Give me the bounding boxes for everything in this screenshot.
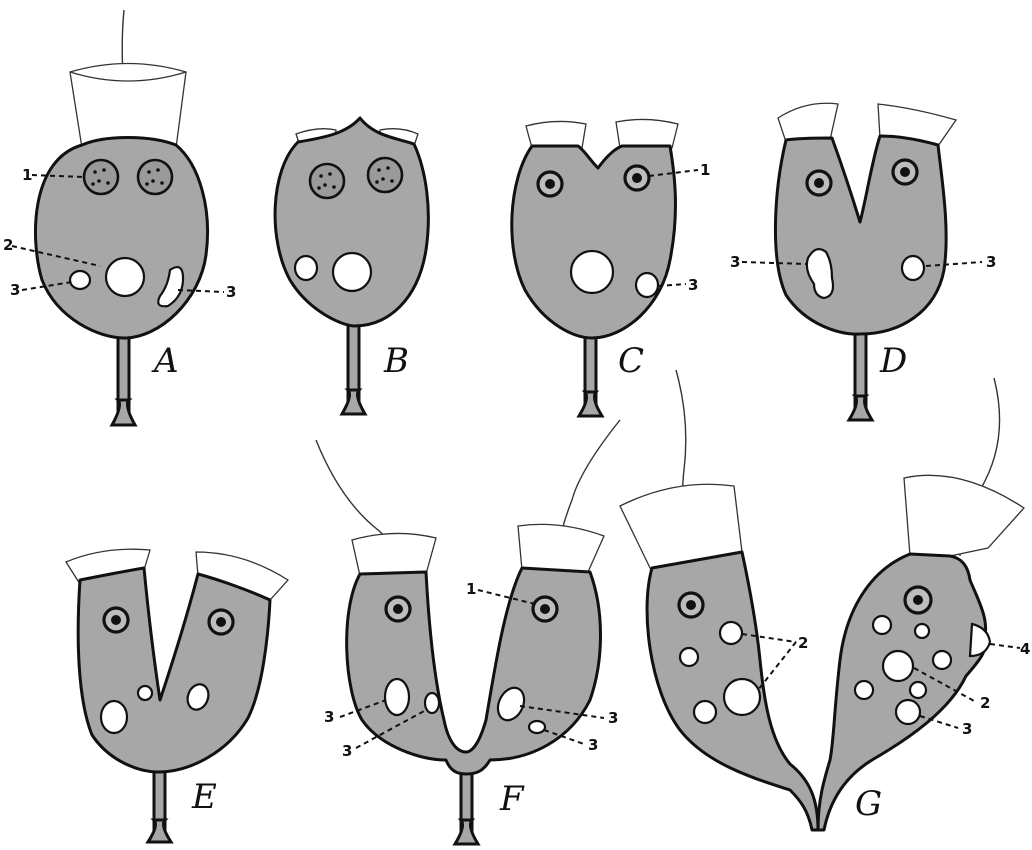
stalk-foot-b: [342, 390, 365, 414]
panel-d: 3 3 D: [730, 103, 996, 420]
vacuole-f-1: [385, 679, 409, 715]
callout-g-4: 4: [1020, 640, 1030, 658]
callout-f-3-b: 3: [342, 742, 352, 760]
panel-f: 1 3 3 3 3 F: [316, 420, 620, 844]
cell-body-a: [35, 138, 207, 339]
vacuole-e-mid: [138, 686, 152, 700]
nucleolus-f-2: [540, 604, 550, 614]
panel-label-b: B: [383, 341, 409, 381]
stalk-foot-a: [112, 400, 135, 425]
vacuole-f-4: [529, 721, 545, 733]
callout-f-3-a: 3: [324, 708, 334, 726]
granule-a-1: [84, 160, 118, 194]
panel-e: E: [66, 549, 288, 842]
panel-label-c: C: [618, 341, 644, 381]
nucleolus-f-1: [393, 604, 403, 614]
vacuole-f-2: [425, 693, 439, 713]
cell-body-g-right: [818, 554, 986, 830]
callout-f-3-c: 3: [608, 709, 618, 727]
callout-a-3-left: 3: [10, 281, 20, 299]
vacuole-b-small: [295, 256, 317, 280]
panel-g: 2 2 3 4 G: [620, 370, 1030, 830]
vacuole-c-small: [636, 273, 658, 297]
cell-body-b: [275, 118, 428, 326]
callout-d-3-left: 3: [730, 253, 740, 271]
nucleolus-e-2: [216, 617, 226, 627]
vacuole-g-8: [933, 651, 951, 669]
vacuole-g-6: [915, 624, 929, 638]
vacuole-g-2: [680, 648, 698, 666]
nucleolus-g-2: [913, 595, 923, 605]
collar-f-right: [518, 524, 604, 572]
callout-c-3: 3: [688, 276, 698, 294]
stalk-foot-c: [579, 392, 602, 416]
granule-b-2: [368, 158, 402, 192]
vacuole-e-left: [101, 701, 127, 733]
nucleolus-e-1: [111, 615, 121, 625]
vacuole-g-9: [855, 681, 873, 699]
nucleolus-g-1: [686, 600, 696, 610]
cell-body-e: [78, 568, 270, 772]
cell-body-d: [775, 136, 946, 334]
callout-f-1: 1: [466, 580, 476, 598]
vacuole-g-1: [720, 622, 742, 644]
nucleolus-d-2: [900, 167, 910, 177]
panel-label-a: A: [151, 341, 179, 381]
stalk-foot-d: [849, 396, 872, 420]
nucleolus-c-2: [632, 173, 642, 183]
nucleolus-c-1: [545, 179, 555, 189]
panel-label-f: F: [499, 779, 525, 819]
collar-c-right: [616, 119, 678, 148]
callout-d-3-right: 3: [986, 253, 996, 271]
collar-g-right: [904, 475, 1024, 556]
vacuole-d-right: [902, 256, 924, 280]
vacuole-b-large: [333, 253, 371, 291]
callout-a-1: 1: [22, 166, 32, 184]
stalk-foot-f: [455, 820, 478, 844]
panel-label-d: D: [879, 341, 907, 381]
vacuole-a-left: [70, 271, 90, 289]
callout-f-3-d: 3: [588, 736, 598, 754]
panel-label-g: G: [855, 784, 882, 824]
collar-d-left: [778, 103, 838, 142]
vacuole-g-3: [724, 679, 760, 715]
panel-a: 1 2 3 3 A: [3, 10, 236, 425]
vacuole-g-7: [883, 651, 913, 681]
cell-body-f: [347, 568, 601, 774]
stalk-foot-e: [148, 820, 171, 842]
vacuole-g-10: [896, 700, 920, 724]
panel-b: B: [275, 118, 428, 414]
collar-f-left: [352, 533, 436, 576]
callout-a-2: 2: [3, 236, 13, 254]
callout-g-3: 3: [962, 720, 972, 738]
callout-a-3-right: 3: [226, 283, 236, 301]
panel-label-e: E: [191, 777, 217, 817]
granule-a-2: [138, 160, 172, 194]
vacuole-g-11: [910, 682, 926, 698]
leader-g-4: [990, 644, 1020, 648]
vacuole-c-large: [571, 251, 613, 293]
collar-c-left: [526, 121, 586, 148]
callout-g-2-right: 2: [980, 694, 990, 712]
granule-b-1: [310, 164, 344, 198]
vacuole-g-5: [873, 616, 891, 634]
panel-c: 1 3 C: [512, 119, 711, 416]
callout-g-2-left: 2: [798, 634, 808, 652]
nucleolus-d-1: [814, 178, 824, 188]
vacuole-a-large: [106, 258, 144, 296]
vacuole-g-4: [694, 701, 716, 723]
callout-c-1: 1: [700, 161, 710, 179]
